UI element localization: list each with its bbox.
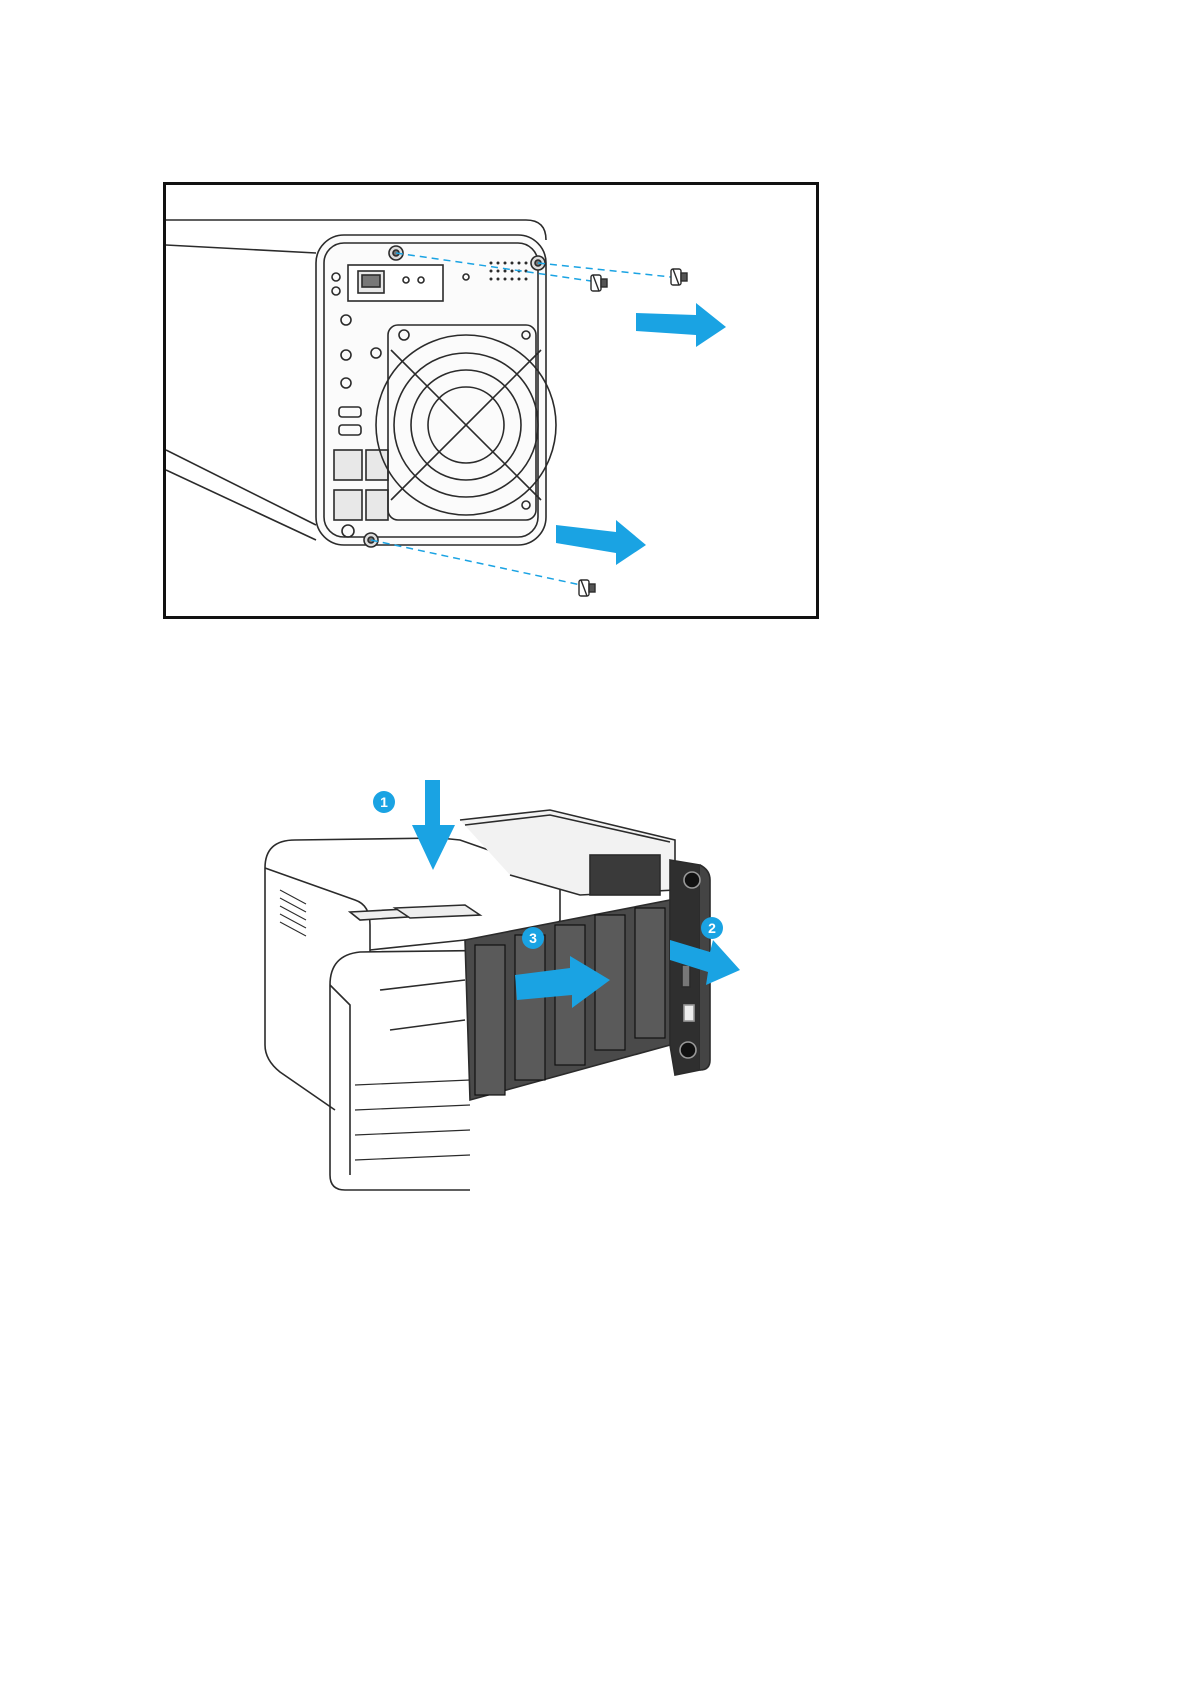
callout-2: 2 xyxy=(701,917,723,939)
figure-slide-drive-cage: 1 2 3 xyxy=(250,780,810,1200)
callout-1: 1 xyxy=(373,791,395,813)
nas-chassis-icon xyxy=(265,810,710,1190)
figure-remove-rear-screws xyxy=(163,182,819,619)
callout-3: 3 xyxy=(522,927,544,949)
arrow-right-icon xyxy=(556,303,726,565)
callout-3-label: 3 xyxy=(529,930,537,946)
nas-rear-panel-illustration xyxy=(166,185,816,616)
callout-2-label: 2 xyxy=(708,920,716,936)
nas-rear-panel-icon xyxy=(166,220,556,547)
callout-1-label: 1 xyxy=(380,794,388,810)
nas-chassis-illustration: 1 2 3 xyxy=(250,780,810,1200)
